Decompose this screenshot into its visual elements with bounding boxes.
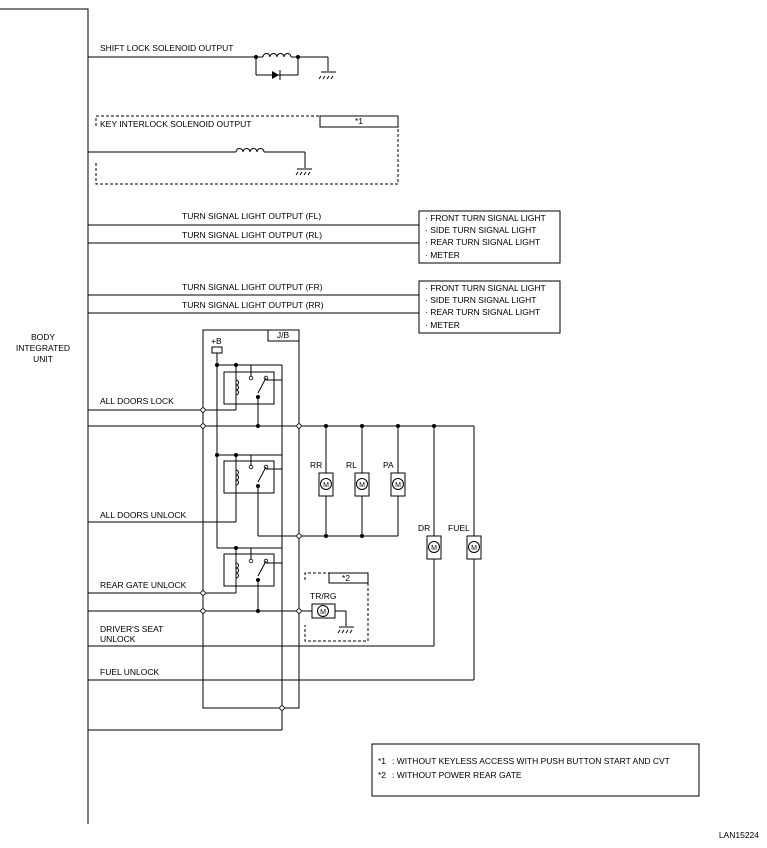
note-2-label: *2 bbox=[342, 573, 350, 583]
lights-right-item: · FRONT TURN SIGNAL LIGHT bbox=[425, 283, 546, 293]
motor-symbol: M bbox=[471, 545, 477, 552]
lights-left-item: · FRONT TURN SIGNAL LIGHT bbox=[425, 213, 546, 223]
legend-box: *1 : WITHOUT KEYLESS ACCESS WITH PUSH BU… bbox=[371, 743, 700, 797]
turn-signal-left-group: TURN SIGNAL LIGHT OUTPUT (FL) TURN SIGNA… bbox=[88, 210, 561, 264]
fuel-unlock-label: FUEL UNLOCK bbox=[100, 667, 160, 677]
legend-key-2: *2 bbox=[378, 770, 386, 780]
motor-symbol: M bbox=[431, 545, 437, 552]
lights-box-right bbox=[418, 280, 561, 334]
lights-left-item: · SIDE TURN SIGNAL LIGHT bbox=[425, 225, 536, 235]
rear-gate-unlock-circuit: REAR GATE UNLOCK *2 TR/RG M bbox=[88, 572, 369, 642]
legend-text-1: : WITHOUT KEYLESS ACCESS WITH PUSH BUTTO… bbox=[392, 756, 670, 766]
turn-rl-label: TURN SIGNAL LIGHT OUTPUT (RL) bbox=[182, 230, 322, 240]
motor-dr-label: DR bbox=[418, 523, 430, 533]
motor-pa-label: PA bbox=[383, 460, 394, 470]
body-integrated-unit: BODY INTEGRATED UNIT bbox=[0, 8, 89, 824]
legend-key-1: *1 bbox=[378, 756, 386, 766]
jb-label: J/B bbox=[277, 330, 290, 340]
jb-ground bbox=[88, 705, 285, 731]
drivers-seat-label-2: UNLOCK bbox=[100, 634, 136, 644]
motor-symbol: M bbox=[395, 482, 401, 489]
motor-symbol: M bbox=[323, 482, 329, 489]
lights-box-left bbox=[418, 210, 561, 264]
fuel-unlock-circuit: FUEL UNLOCK FUEL M bbox=[88, 426, 482, 681]
motor-rl-label: RL bbox=[346, 460, 357, 470]
lights-right-item: · REAR TURN SIGNAL LIGHT bbox=[425, 307, 540, 317]
motor-symbol: M bbox=[320, 609, 326, 616]
motor-rr-label: RR bbox=[310, 460, 322, 470]
shift-lock-label: SHIFT LOCK SOLENOID OUTPUT bbox=[100, 43, 234, 53]
lights-right-item: · METER bbox=[425, 320, 460, 330]
all-doors-lock-circuit: ALL DOORS LOCK bbox=[88, 396, 474, 429]
lights-left-item: · METER bbox=[425, 250, 460, 260]
lights-right-item: · SIDE TURN SIGNAL LIGHT bbox=[425, 295, 536, 305]
unit-label-2: INTEGRATED bbox=[16, 343, 70, 353]
unit-label-1: BODY bbox=[31, 332, 55, 342]
motor-fuel-label: FUEL bbox=[448, 523, 470, 533]
turn-signal-right-group: TURN SIGNAL LIGHT OUTPUT (FR) TURN SIGNA… bbox=[88, 280, 561, 334]
key-interlock-circuit: *1 KEY INTERLOCK SOLENOID OUTPUT bbox=[88, 115, 399, 185]
turn-fl-label: TURN SIGNAL LIGHT OUTPUT (FL) bbox=[182, 211, 321, 221]
all-doors-lock-label: ALL DOORS LOCK bbox=[100, 396, 174, 406]
drivers-seat-unlock-circuit: DRIVER'S SEAT UNLOCK DR M bbox=[88, 426, 442, 647]
motor-pa: PA M bbox=[383, 460, 406, 497]
unit-label-3: UNIT bbox=[33, 354, 53, 364]
all-doors-unlock-circuit: ALL DOORS UNLOCK bbox=[88, 510, 236, 523]
legend-text-2: : WITHOUT POWER REAR GATE bbox=[392, 770, 522, 780]
motor-trrg-label: TR/RG bbox=[310, 591, 336, 601]
figure-id: LAN15224 bbox=[719, 830, 759, 840]
rear-gate-unlock-label: REAR GATE UNLOCK bbox=[100, 580, 187, 590]
drivers-seat-label-1: DRIVER'S SEAT bbox=[100, 624, 163, 634]
junction-block: J/B +B bbox=[202, 329, 300, 709]
turn-fr-label: TURN SIGNAL LIGHT OUTPUT (FR) bbox=[182, 282, 323, 292]
turn-rr-label: TURN SIGNAL LIGHT OUTPUT (RR) bbox=[182, 300, 324, 310]
key-interlock-label: KEY INTERLOCK SOLENOID OUTPUT bbox=[100, 119, 251, 129]
motor-symbol: M bbox=[359, 482, 365, 489]
power-label: +B bbox=[211, 336, 222, 346]
lights-left-item: · REAR TURN SIGNAL LIGHT bbox=[425, 237, 540, 247]
door-motors: RR M RL M PA M bbox=[257, 426, 406, 539]
motor-rl: RL M bbox=[346, 460, 370, 497]
note-1-label: *1 bbox=[355, 116, 363, 126]
motor-rr: RR M bbox=[310, 460, 334, 497]
shift-lock-circuit: SHIFT LOCK SOLENOID OUTPUT bbox=[88, 43, 336, 80]
all-doors-unlock-label: ALL DOORS UNLOCK bbox=[100, 510, 186, 520]
